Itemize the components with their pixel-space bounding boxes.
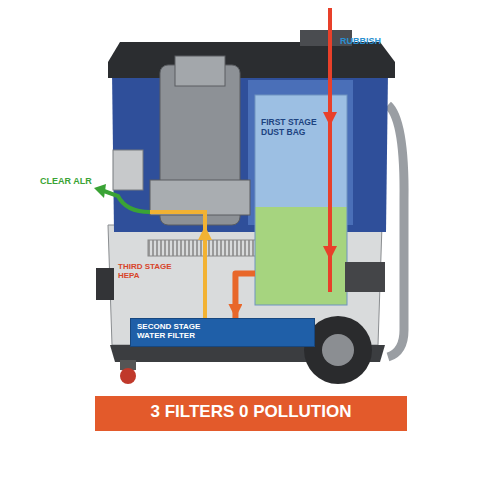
node-text: SECOND STAGE WATER FILTER — [137, 322, 217, 340]
dust-bag: FIRST STAGE DUST BAG — [255, 95, 347, 305]
dust-bag-lower — [255, 207, 347, 305]
rubbish-arrowhead — [323, 246, 337, 260]
water-filter-tray: SECOND STAGE WATER FILTER — [130, 318, 315, 347]
airflow-connector — [235, 274, 255, 319]
exhaust-flow-line — [104, 191, 150, 212]
hose — [388, 105, 404, 357]
slogan-banner: 3 FILTERS 0 POLLUTION — [95, 396, 407, 431]
flow-label: RUBBISH — [340, 36, 381, 46]
node-text: 3 FILTERS 0 POLLUTION — [103, 402, 399, 422]
caster-wheel — [120, 368, 136, 384]
wheel-hub — [322, 334, 354, 366]
head-panel — [248, 80, 353, 225]
flow-label: CLEAR ALR — [40, 176, 92, 186]
node-text: FIRST STAGE DUST BAG — [261, 117, 325, 137]
side-outlet — [96, 268, 114, 300]
rubbish-arrowhead — [323, 112, 337, 126]
fan-housing — [150, 180, 250, 215]
stage-label: THIRD STAGE HEPA — [118, 262, 180, 280]
control-panel — [113, 150, 143, 190]
dust-bag-upper — [255, 95, 347, 207]
top-lid — [108, 42, 395, 78]
clean-air-arrowhead — [198, 226, 212, 240]
inlet-port — [345, 262, 385, 292]
motor-cap — [175, 56, 225, 86]
exhaust-arrowhead — [94, 184, 106, 198]
dust-bag-outline — [255, 95, 347, 305]
